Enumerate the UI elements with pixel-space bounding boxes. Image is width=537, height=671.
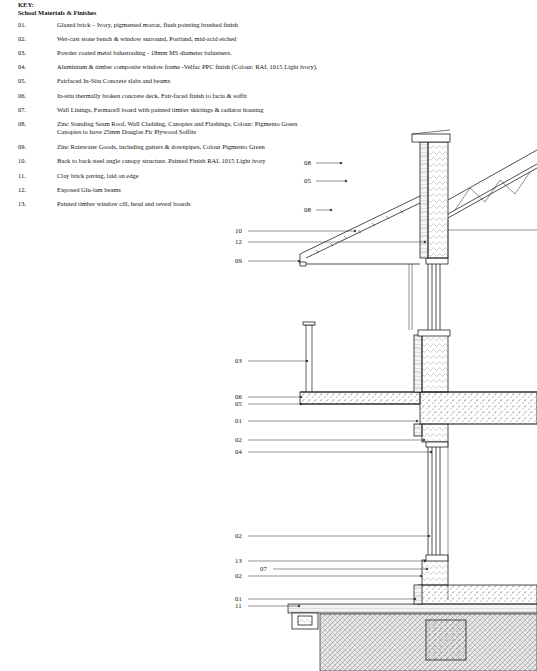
- key-number: 12.: [18, 186, 26, 194]
- callout-number: 11: [234, 602, 243, 610]
- callout-number: 13: [234, 557, 243, 565]
- key-number: 08.: [18, 120, 26, 128]
- callout-number: 08: [303, 206, 312, 214]
- key-number: 02.: [18, 35, 26, 43]
- callout-number: 12: [234, 238, 243, 246]
- key-number: 07.: [18, 106, 26, 114]
- key-text: Wall Linings, Fermacell board with paint…: [57, 106, 264, 114]
- key-number: 06.: [18, 92, 26, 100]
- callout-number: 01: [234, 417, 243, 425]
- key-text: Fairfaced In-Situ Concrete slabs and bea…: [57, 77, 170, 85]
- key-number: 13.: [18, 200, 26, 208]
- key-number: 01.: [18, 21, 26, 29]
- key-text: In-situ thermally broken concrete deck. …: [57, 92, 247, 100]
- callout-number: 10: [234, 227, 243, 235]
- callout-number: 07: [259, 565, 268, 573]
- key-text: Exposed Glu-lam beams: [57, 186, 121, 194]
- key-text: Wet-cast stone bench & window surround, …: [57, 35, 236, 43]
- key-number: 09.: [18, 143, 26, 151]
- key-number: 05.: [18, 77, 26, 85]
- key-text: Clay brick paving, laid on edge: [57, 172, 139, 180]
- key-number: 11.: [18, 172, 26, 180]
- key-text: Zinc Standing Seam Roof, Wall Cladding, …: [57, 120, 302, 136]
- callout-number: 05: [234, 400, 243, 408]
- key-title: KEY:: [18, 1, 34, 9]
- callout-number: 08: [303, 159, 312, 167]
- callout-number: 02: [234, 532, 243, 540]
- key-subtitle: School Materials & Finishes: [18, 9, 96, 17]
- callout-number: 05: [303, 177, 312, 185]
- callout-number: 09: [234, 257, 243, 265]
- key-text: Zinc Rainwater Goods, including gutters …: [57, 143, 265, 151]
- key-text: Powder coated metal balustrading - 18mm …: [57, 49, 232, 57]
- callout-number: 02: [234, 572, 243, 580]
- key-number: 10.: [18, 157, 26, 165]
- key-text: Glazed brick – Ivory, pigmented mortar, …: [57, 21, 238, 29]
- callout-number: 04: [234, 448, 243, 456]
- key-text: Aluminium & timber composite window fram…: [57, 63, 317, 71]
- key-number: 04.: [18, 63, 26, 71]
- callout-number: 03: [234, 357, 243, 365]
- key-text: Painted timber window cill, head and rev…: [57, 200, 191, 208]
- key-number: 03.: [18, 49, 26, 57]
- callout-number: 02: [234, 436, 243, 444]
- key-text: Back to back steel angle canopy structur…: [57, 157, 266, 165]
